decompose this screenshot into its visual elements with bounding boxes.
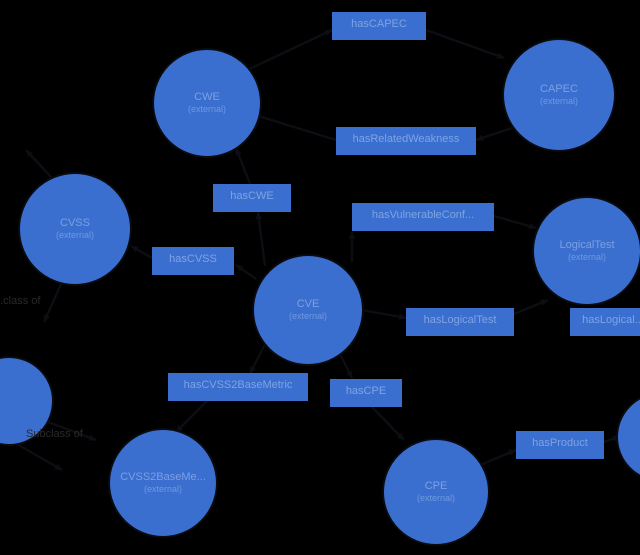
edge-cve-to-vulnconf-b	[493, 214, 537, 230]
graph-node-cpe[interactable]: CPE (external)	[382, 438, 490, 546]
node-title: CVE	[296, 298, 320, 310]
node-title: CVSS2BaseMe...	[120, 471, 206, 483]
edge-cve-to-cwe-b	[234, 147, 252, 185]
graph-node-logicaltest[interactable]: LogicalTest (external)	[532, 196, 640, 306]
edge-cve-to-cvss2base-b	[175, 399, 209, 433]
node-subtitle: (external)	[567, 252, 606, 262]
edge-label-has-related-weakness[interactable]: hasRelatedWeakness	[336, 127, 476, 155]
edge-capec-to-cwe-b	[251, 112, 337, 142]
node-subtitle: (external)	[416, 493, 455, 503]
edge-cve-to-cpe-b	[371, 406, 405, 441]
edge-label-has-logical-test[interactable]: hasLogicalTest	[406, 308, 514, 336]
graph-node-cvss[interactable]: CVSS (external)	[18, 172, 132, 286]
edge-cvss-subclass-up	[25, 149, 53, 179]
edge-label-has-cvss2-base-metric[interactable]: hasCVSS2BaseMetric	[168, 373, 308, 401]
edge-cve-to-cvss-a	[235, 264, 257, 280]
node-subtitle: (external)	[539, 96, 578, 106]
node-title: CWE	[194, 91, 220, 103]
node-title: CPE	[424, 480, 448, 492]
edge-cve-to-logicaltest-b	[513, 298, 549, 316]
edge-label-has-logical-truncated[interactable]: hasLogical...	[570, 308, 640, 336]
edge-label-has-capec[interactable]: hasCAPEC	[332, 12, 426, 40]
edge-cvss-subclass-down	[42, 281, 64, 323]
edge-label-subclass-of-upper[interactable]: ...class of	[0, 295, 41, 307]
node-subtitle: (external)	[288, 311, 327, 321]
graph-node-cvss2basemetric[interactable]: CVSS2BaseMe... (external)	[108, 428, 218, 538]
edge-label-has-vulnerable-conf[interactable]: hasVulnerableConf...	[352, 203, 494, 231]
edge-label-has-cwe[interactable]: hasCWE	[213, 184, 291, 212]
node-title: CAPEC	[540, 83, 578, 95]
edge-leftpartial-down	[9, 438, 63, 472]
graph-node-cwe[interactable]: CWE (external)	[152, 48, 262, 158]
node-title: CVSS	[60, 217, 90, 229]
edge-label-has-cpe[interactable]: hasCPE	[330, 379, 402, 407]
graph-node-capec[interactable]: CAPEC (external)	[502, 38, 616, 152]
edge-cwe-to-capec-a	[242, 28, 333, 74]
edge-cve-to-cwe-a	[255, 211, 267, 267]
graph-node-cve[interactable]: CVE (external)	[252, 254, 364, 366]
node-subtitle: (external)	[55, 230, 94, 240]
edge-cwe-to-capec-b	[425, 28, 505, 60]
edge-cpe-to-product-a	[477, 448, 517, 468]
edge-label-subclass-of-lower[interactable]: Subclass of	[26, 428, 83, 440]
edge-cve-to-cvss-b	[130, 244, 153, 260]
edge-label-has-product[interactable]: hasProduct	[516, 431, 604, 459]
node-title: LogicalTest	[559, 239, 615, 251]
node-subtitle: (external)	[143, 484, 182, 494]
edge-capec-to-cwe-a	[475, 126, 513, 142]
edge-cve-to-logicaltest-a	[361, 308, 407, 320]
edge-label-has-cvss[interactable]: hasCVSS	[152, 247, 234, 275]
node-subtitle: (external)	[187, 104, 226, 114]
